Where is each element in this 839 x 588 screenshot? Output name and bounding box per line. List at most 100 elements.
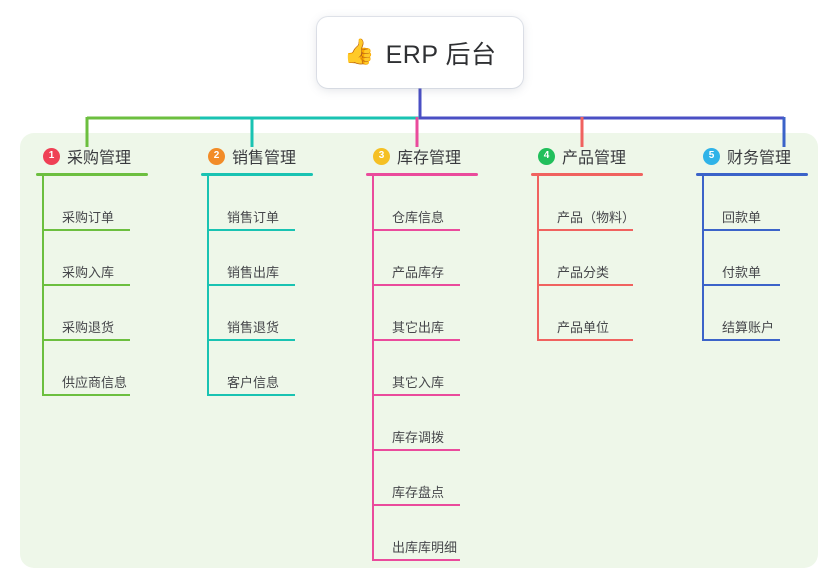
branch-item-label: 供应商信息 — [62, 375, 128, 390]
branch-header-3[interactable]: 3 库存管理 — [373, 145, 478, 167]
branch-item-label: 采购退货 — [62, 320, 115, 335]
branch-items: 仓库信息产品库存其它出库其它入库库存调拨库存盘点出库库明细 — [366, 176, 478, 561]
branch-item-label: 结算账户 — [722, 320, 775, 335]
branch-item-label: 付款单 — [722, 265, 762, 280]
branch-item-label: 仓库信息 — [392, 210, 445, 225]
branch-column-1: 1 采购管理采购订单采购入库采购退货供应商信息 — [36, 145, 148, 396]
diagram-panel — [20, 133, 818, 568]
branch-item[interactable]: 销售退货 — [201, 286, 313, 341]
branch-title: 财务管理 — [727, 150, 792, 167]
branch-item-underline — [42, 339, 130, 341]
branch-item-label: 回款单 — [722, 210, 762, 225]
branch-underline — [696, 173, 808, 176]
root-node-content: 👍 ERP 后台 — [343, 35, 496, 71]
branch-header-1[interactable]: 1 采购管理 — [43, 145, 148, 167]
branch-number-badge: 2 — [208, 147, 225, 165]
branch-item[interactable]: 产品（物料） — [531, 176, 643, 231]
branch-title: 销售管理 — [232, 150, 297, 167]
branch-item-label: 其它出库 — [392, 320, 445, 335]
branch-spine — [537, 176, 539, 341]
branch-item-underline — [537, 229, 633, 231]
branch-item[interactable]: 销售出库 — [201, 231, 313, 286]
branch-header-2[interactable]: 2 销售管理 — [208, 145, 313, 167]
branch-item-underline — [372, 449, 460, 451]
branch-title: 产品管理 — [562, 150, 627, 167]
branch-item-underline — [207, 229, 295, 231]
branch-underline — [201, 173, 313, 176]
branch-item-underline — [207, 284, 295, 286]
branch-item[interactable]: 出库库明细 — [366, 506, 478, 561]
branch-item-underline — [207, 394, 295, 396]
branch-item[interactable]: 库存调拨 — [366, 396, 478, 451]
branch-number-badge: 5 — [703, 147, 720, 165]
branch-item[interactable]: 产品单位 — [531, 286, 643, 341]
branch-spine — [207, 176, 209, 396]
branch-item-label: 销售退货 — [227, 320, 280, 335]
branch-spine — [372, 176, 374, 561]
branch-item-label: 产品（物料） — [557, 210, 636, 225]
branch-items: 采购订单采购入库采购退货供应商信息 — [36, 176, 148, 396]
branch-item-underline — [42, 394, 130, 396]
branch-item-underline — [372, 504, 460, 506]
branch-item[interactable]: 采购退货 — [36, 286, 148, 341]
branch-column-2: 2 销售管理销售订单销售出库销售退货客户信息 — [201, 145, 313, 396]
branch-item-label: 产品单位 — [557, 320, 610, 335]
branch-item[interactable]: 回款单 — [696, 176, 808, 231]
branch-title: 采购管理 — [67, 150, 132, 167]
branch-underline — [366, 173, 478, 176]
branch-item[interactable]: 结算账户 — [696, 286, 808, 341]
branch-item-underline — [702, 284, 780, 286]
branch-item[interactable]: 采购入库 — [36, 231, 148, 286]
branch-item[interactable]: 产品分类 — [531, 231, 643, 286]
branch-item[interactable]: 其它入库 — [366, 341, 478, 396]
branch-item[interactable]: 客户信息 — [201, 341, 313, 396]
branch-spine — [42, 176, 44, 396]
branch-item-label: 采购入库 — [62, 265, 115, 280]
branch-item-label: 产品库存 — [392, 265, 445, 280]
branch-item[interactable]: 付款单 — [696, 231, 808, 286]
root-node[interactable]: 👍 ERP 后台 — [317, 17, 523, 88]
branch-item[interactable]: 采购订单 — [36, 176, 148, 231]
branch-item-underline — [702, 229, 780, 231]
branch-item[interactable]: 其它出库 — [366, 286, 478, 341]
branch-number-badge: 4 — [538, 147, 555, 165]
branch-underline — [531, 173, 643, 176]
branch-item[interactable]: 库存盘点 — [366, 451, 478, 506]
branch-item-label: 产品分类 — [557, 265, 610, 280]
branch-number-badge: 1 — [43, 147, 60, 165]
branch-item[interactable]: 供应商信息 — [36, 341, 148, 396]
branch-spine — [702, 176, 704, 341]
branch-number-badge: 3 — [373, 147, 390, 165]
branch-items: 产品（物料） 产品分类产品单位 — [531, 176, 643, 341]
thumbs-up-icon: 👍 — [343, 38, 375, 66]
branch-item[interactable]: 仓库信息 — [366, 176, 478, 231]
branch-header-5[interactable]: 5 财务管理 — [703, 145, 808, 167]
branch-item-underline — [372, 284, 460, 286]
branch-item[interactable]: 销售订单 — [201, 176, 313, 231]
branch-item-label: 出库库明细 — [392, 540, 458, 555]
branch-items: 销售订单销售出库销售退货客户信息 — [201, 176, 313, 396]
branch-item-underline — [537, 284, 633, 286]
branch-item[interactable]: 产品库存 — [366, 231, 478, 286]
branch-item-underline — [537, 339, 633, 341]
branch-item-label: 采购订单 — [62, 210, 115, 225]
branch-item-label: 库存盘点 — [392, 485, 445, 500]
branch-underline — [36, 173, 148, 176]
branch-item-underline — [372, 559, 460, 561]
branch-column-4: 4 产品管理产品（物料） 产品分类产品单位 — [531, 145, 643, 341]
branch-item-label: 客户信息 — [227, 375, 280, 390]
root-title: ERP 后台 — [385, 40, 497, 69]
branch-title: 库存管理 — [397, 150, 462, 167]
branch-item-label: 其它入库 — [392, 375, 445, 390]
branch-item-underline — [372, 339, 460, 341]
branch-item-label: 库存调拨 — [392, 430, 445, 445]
branch-column-3: 3 库存管理仓库信息产品库存其它出库其它入库库存调拨库存盘点出库库明细 — [366, 145, 478, 561]
branch-item-underline — [372, 394, 460, 396]
branch-header-4[interactable]: 4 产品管理 — [538, 145, 643, 167]
branch-item-underline — [42, 284, 130, 286]
branch-item-underline — [372, 229, 460, 231]
branch-item-label: 销售订单 — [227, 210, 280, 225]
branch-item-underline — [42, 229, 130, 231]
branch-item-label: 销售出库 — [227, 265, 280, 280]
